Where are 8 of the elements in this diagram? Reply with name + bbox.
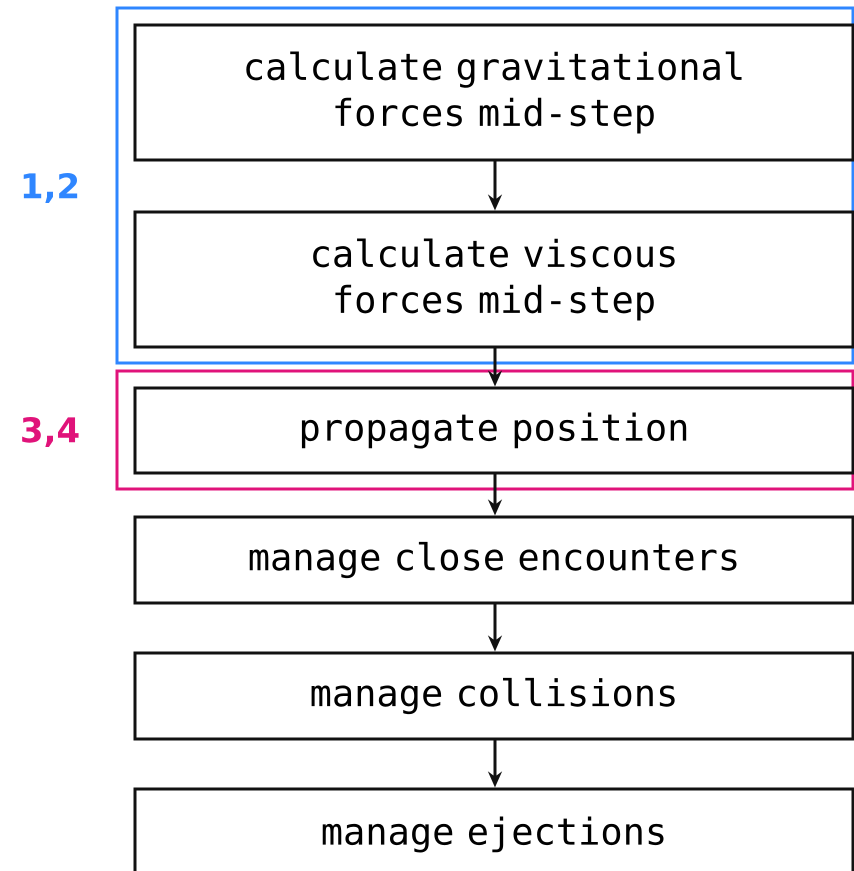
process-box: calculate gravitational forces mid-step <box>134 24 854 162</box>
process-box: manage collisions <box>134 652 854 740</box>
process-box: manage ejections <box>134 788 854 871</box>
group-label: 1,2 <box>24 172 78 204</box>
process-box: calculate viscous forces mid-step <box>134 210 854 348</box>
process-box: propagate position <box>134 386 854 474</box>
group-label: 3,4 <box>22 416 79 448</box>
process-box: manage close encounters <box>134 516 854 604</box>
